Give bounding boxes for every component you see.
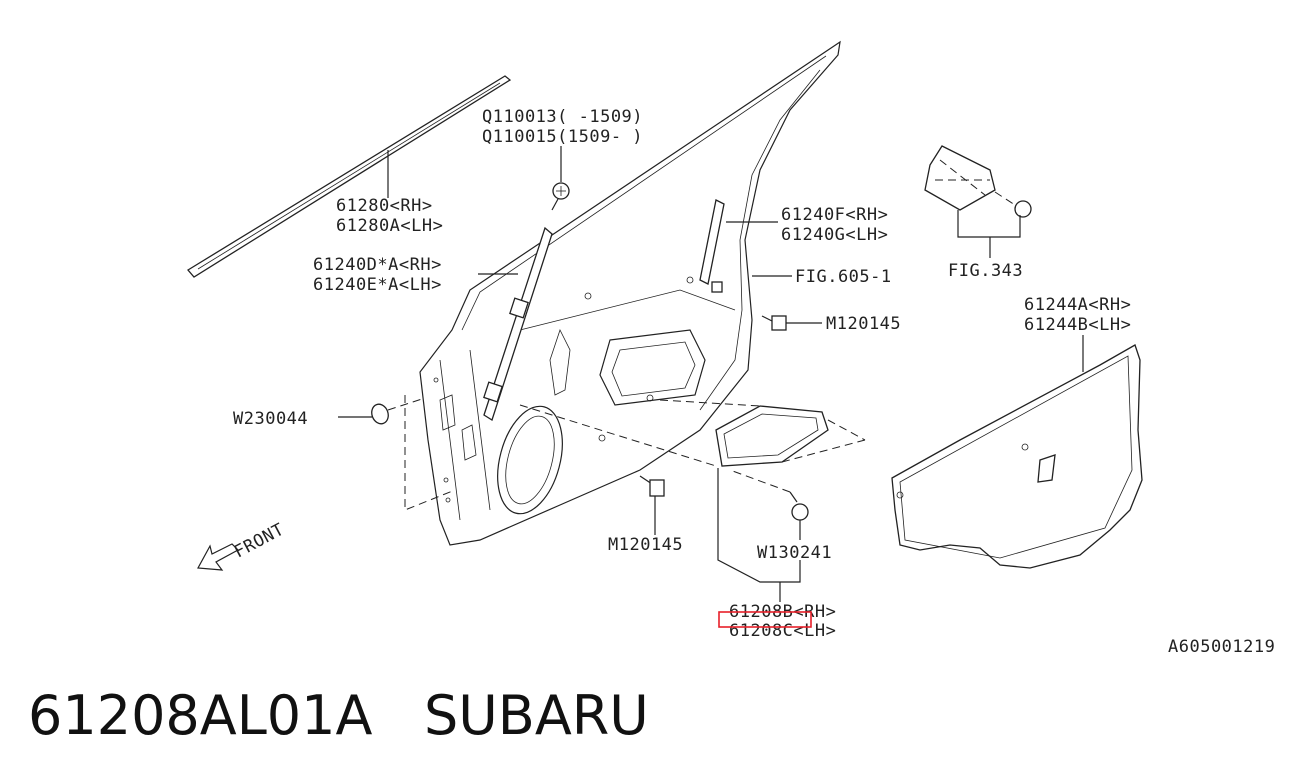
leader-fig343 xyxy=(957,210,1021,258)
label-m120145-bottom: M120145 xyxy=(608,535,683,555)
label-fig343: FIG.343 xyxy=(948,261,1023,281)
leader-61208 xyxy=(717,468,801,602)
label-61240e: 61240E*A<LH> xyxy=(313,275,442,295)
label-w130241: W130241 xyxy=(757,543,832,563)
door-shell xyxy=(419,40,841,546)
label-61240f: 61240F<RH> xyxy=(781,205,888,225)
label-61244a: 61244A<RH> xyxy=(1024,295,1131,315)
front-sash-guide xyxy=(483,226,553,421)
label-61240g: 61240G<LH> xyxy=(781,225,888,245)
screw-q110013-icon xyxy=(551,182,570,211)
highlight-box xyxy=(718,611,812,628)
brand-name: SUBARU xyxy=(423,684,649,747)
part-title: 61208AL01A SUBARU xyxy=(28,684,649,747)
grommet-w230044-icon xyxy=(371,397,426,425)
label-q110015: Q110015(1509- ) xyxy=(482,127,643,147)
label-61280a: 61280A<LH> xyxy=(336,216,443,236)
label-w230044: W230044 xyxy=(233,409,308,429)
sealing-cover xyxy=(891,344,1143,569)
label-m120145-right: M120145 xyxy=(826,314,901,334)
clip-w130241-icon xyxy=(729,469,809,521)
front-arrow-icon xyxy=(197,543,239,571)
dashed-outline-left xyxy=(404,395,456,511)
part-number: 61208AL01A xyxy=(28,684,373,747)
weatherstrip-strip xyxy=(187,75,512,278)
label-61240d: 61240D*A<RH> xyxy=(313,255,442,275)
diagram-code: A605001219 xyxy=(1168,637,1275,657)
label-q110013: Q110013( -1509) xyxy=(482,107,643,127)
label-61208c: 61208C<LH> xyxy=(729,621,836,641)
label-front: FRONT xyxy=(231,520,288,563)
label-fig605: FIG.605-1 xyxy=(795,267,892,287)
bolt-m120145-bottom-icon xyxy=(639,475,665,497)
service-hole-cover xyxy=(519,399,866,467)
rear-sash-guide xyxy=(699,199,725,293)
bracket-assembly xyxy=(924,145,1032,218)
label-61280: 61280<RH> xyxy=(336,196,433,216)
bolt-m120145-right-icon xyxy=(761,315,787,331)
label-61244b: 61244B<LH> xyxy=(1024,315,1131,335)
